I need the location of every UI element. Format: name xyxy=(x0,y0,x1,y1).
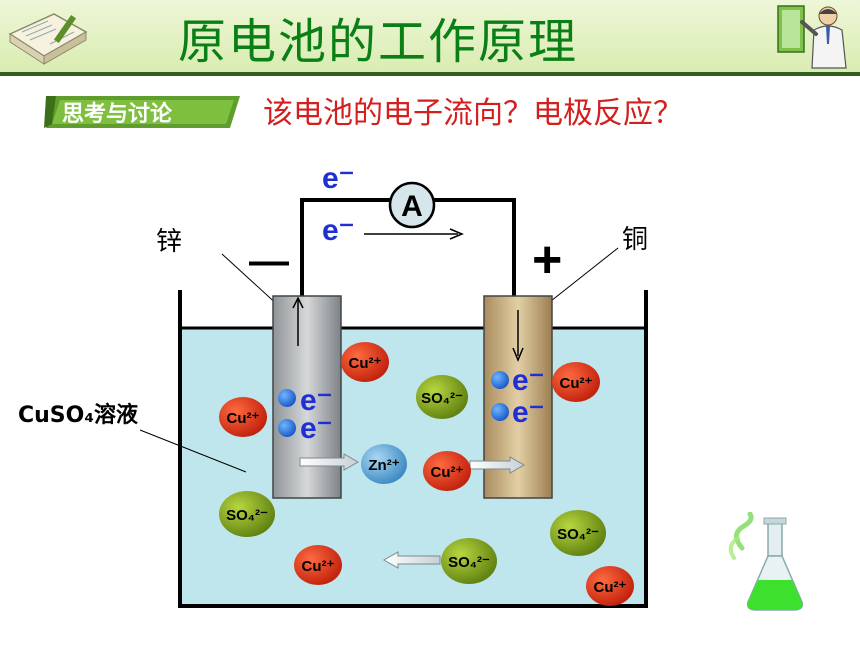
ion: Cu²⁺ xyxy=(552,362,600,402)
electron-label: e⁻ xyxy=(512,396,545,429)
so4-ion-migration-arrow xyxy=(382,551,441,569)
wire-right xyxy=(434,198,516,296)
header-divider xyxy=(0,72,860,76)
ion: SO₄²⁻ xyxy=(550,510,606,556)
discussion-tag-label: 思考与讨论 xyxy=(62,102,173,127)
svg-text:Cu²⁺: Cu²⁺ xyxy=(227,410,260,427)
ion: Cu²⁺ xyxy=(423,451,471,491)
copper-label: 铜 xyxy=(622,225,648,255)
electron-label: e⁻ xyxy=(300,384,333,417)
svg-text:Cu²⁺: Cu²⁺ xyxy=(560,375,593,392)
galvanic-cell-diagram: A e⁻ e⁻ — + 锌 铜 CuSO₄溶液 e⁻ e⁻ e⁻ e⁻ xyxy=(18,162,648,608)
ion: Zn²⁺ xyxy=(361,444,407,484)
discussion-tag xyxy=(44,96,240,128)
teacher-icon xyxy=(777,5,847,69)
svg-text:SO₄²⁻: SO₄²⁻ xyxy=(448,554,490,571)
positive-sign: + xyxy=(532,231,562,289)
slide-title: 原电池的工作原理 xyxy=(178,14,579,70)
electron-label: e⁻ xyxy=(300,412,333,445)
copper-down-arrow xyxy=(512,347,524,362)
beaker xyxy=(178,290,648,608)
zinc-up-arrow xyxy=(292,296,304,309)
electron-ball xyxy=(278,389,296,407)
ion: Cu²⁺ xyxy=(341,342,389,382)
electron-ball xyxy=(278,419,296,437)
ion: Cu²⁺ xyxy=(586,566,634,606)
svg-text:SO₄²⁻: SO₄²⁻ xyxy=(226,507,268,524)
header-band xyxy=(0,0,860,74)
ion: SO₄²⁻ xyxy=(219,491,275,537)
svg-text:SO₄²⁻: SO₄²⁻ xyxy=(557,526,599,543)
wire xyxy=(300,198,392,296)
zinc-label: 锌 xyxy=(156,227,182,257)
electron-label: e⁻ xyxy=(512,364,545,397)
ammeter-label: A xyxy=(401,190,423,223)
electron-label: e⁻ xyxy=(322,162,355,195)
flask-icon xyxy=(728,512,804,611)
svg-text:Zn²⁺: Zn²⁺ xyxy=(368,457,399,474)
svg-text:Cu²⁺: Cu²⁺ xyxy=(431,464,464,481)
svg-text:Cu²⁺: Cu²⁺ xyxy=(302,558,335,575)
electron-label: e⁻ xyxy=(322,214,355,247)
cu-ion-migration-arrow xyxy=(469,456,526,474)
svg-text:Cu²⁺: Cu²⁺ xyxy=(594,579,627,596)
svg-text:SO₄²⁻: SO₄²⁻ xyxy=(421,390,463,407)
svg-text:Cu²⁺: Cu²⁺ xyxy=(349,355,382,372)
ion: Cu²⁺ xyxy=(294,545,342,585)
electron-flow-arrow xyxy=(449,228,464,240)
negative-sign: — xyxy=(249,239,289,283)
ion: SO₄²⁻ xyxy=(441,538,497,584)
ammeter xyxy=(388,181,436,229)
zn-ion-migration-arrow xyxy=(299,453,360,471)
ion: SO₄²⁻ xyxy=(416,375,468,419)
question-text: 该电池的电子流向？电极反应？ xyxy=(263,96,683,131)
electron-ball xyxy=(491,403,509,421)
ion: Cu²⁺ xyxy=(219,397,267,437)
notebook-icon xyxy=(8,13,88,65)
solution-label: CuSO₄溶液 xyxy=(18,402,138,428)
electron-ball xyxy=(491,371,509,389)
